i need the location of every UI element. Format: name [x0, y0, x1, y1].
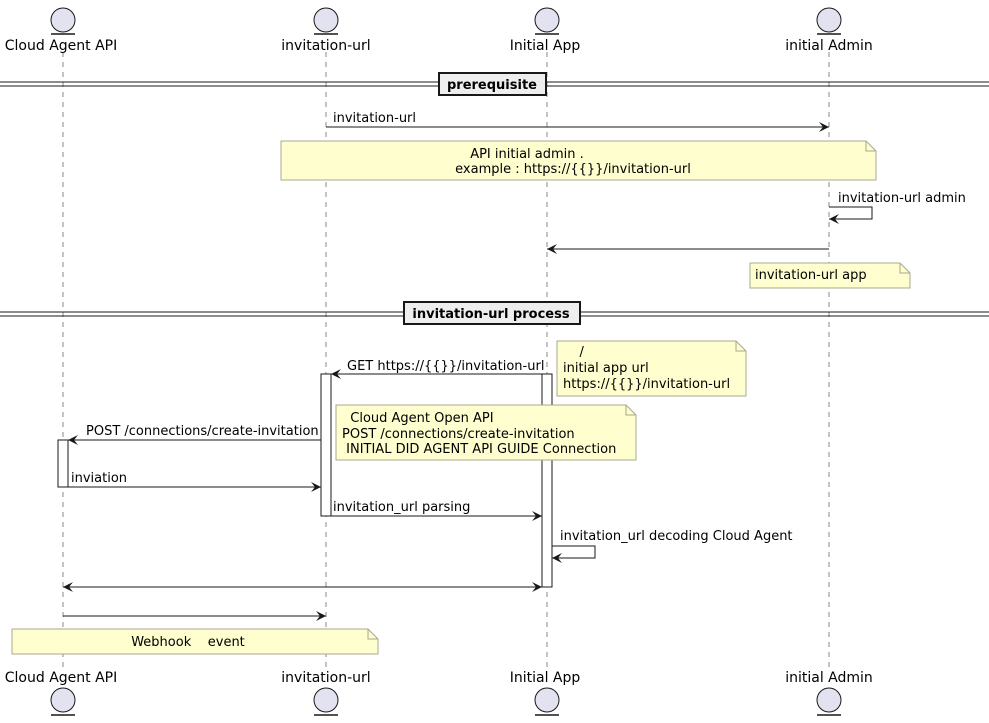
participant-cloud-agent-api-top: Cloud Agent API [5, 7, 117, 54]
participant-label: Initial App [510, 38, 581, 54]
message-label: inviation [71, 471, 127, 486]
participant-initial-admin-top: initial Admin [785, 7, 873, 54]
participant-initial-admin-bottom: initial Admin [785, 670, 873, 716]
note-line: Cloud Agent Open API [342, 411, 494, 426]
participant-label: Initial App [510, 670, 581, 686]
message-label: invitation-url [333, 111, 416, 126]
activation-invitation-url [320, 373, 332, 517]
note-webhook-event: Webhook event [11, 628, 379, 655]
actor-icon [50, 687, 76, 713]
message-label: GET https://{{}}/invitation-url [347, 359, 544, 374]
activation-initial-app [541, 373, 553, 588]
actor-icon [50, 7, 76, 33]
group-divider-prerequisite: prerequisite [0, 72, 989, 96]
note-line: / [563, 345, 585, 360]
message-app-self-decoding: invitation_url decoding Cloud Agent [552, 529, 793, 563]
note-line: initial app url [563, 361, 649, 376]
participant-label: invitation-url [281, 38, 370, 54]
message-label: POST /connections/create-invitation [86, 424, 319, 439]
participant-label: invitation-url [281, 670, 370, 686]
participant-invitation-url-bottom: invitation-url [281, 670, 371, 716]
actor-icon [313, 7, 339, 33]
actor-icon [534, 687, 560, 713]
message-admin-self: invitation-url admin [829, 191, 966, 224]
group-divider-invitation-url-process: invitation-url process [0, 301, 989, 325]
message-label: invitation-url admin [838, 191, 966, 206]
message-invitation-url-to-admin: invitation-url [326, 111, 829, 132]
participant-initial-app-top: Initial App [510, 7, 581, 54]
note-cloud-agent-open-api: Cloud Agent Open API POST /connections/c… [335, 404, 637, 461]
note-line: https://{{}}/invitation-url [563, 377, 730, 392]
actor-icon [534, 7, 560, 33]
participant-cloud-agent-api-bottom: Cloud Agent API [5, 670, 117, 716]
message-label: invitation_url decoding Cloud Agent [560, 529, 793, 544]
note-line: example : https://{{}}/invitation-url [455, 162, 691, 177]
message-label: invitation_url parsing [333, 500, 470, 515]
activation-cloud-agent-api [57, 439, 69, 488]
participant-initial-app-bottom: Initial App [510, 670, 581, 716]
participant-label: initial Admin [785, 38, 873, 54]
note-line: invitation-url app [755, 268, 867, 283]
actor-icon [816, 7, 842, 33]
actor-icon [816, 687, 842, 713]
actor-icon [313, 687, 339, 713]
group-label: invitation-url process [412, 307, 569, 322]
note-line: POST /connections/create-invitation [342, 427, 575, 442]
participant-label: Cloud Agent API [5, 670, 117, 686]
participant-label: Cloud Agent API [5, 38, 117, 54]
group-label: prerequisite [447, 78, 537, 93]
message-post-create-invitation: POST /connections/create-invitation [68, 424, 321, 445]
note-initial-app-url: / initial app url https://{{}}/invitatio… [556, 340, 747, 397]
note-invitation-url-app: invitation-url app [749, 262, 911, 289]
note-line: API initial admin . [470, 147, 584, 162]
note-line: Webhook event [131, 635, 245, 650]
note-api-initial-admin: API initial admin . example : https://{{… [280, 140, 877, 181]
participant-invitation-url-top: invitation-url [281, 7, 371, 54]
message-invitation-url-parsing: invitation_url parsing [331, 500, 542, 521]
message-get-invitation-url: GET https://{{}}/invitation-url [331, 359, 544, 379]
message-inviation-response: inviation [68, 471, 321, 492]
note-line: INITIAL DID AGENT API GUIDE Connection [342, 442, 616, 457]
participant-label: initial Admin [785, 670, 873, 686]
